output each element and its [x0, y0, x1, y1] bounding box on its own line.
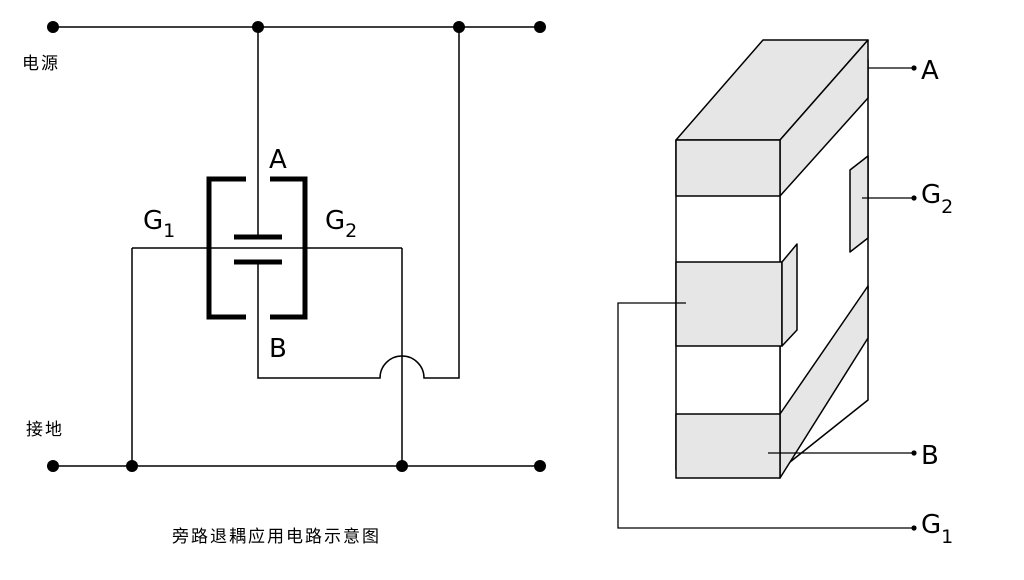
- ground-label: 接地: [26, 420, 64, 440]
- leader-dot: [911, 450, 917, 456]
- junction-dot: [252, 21, 264, 33]
- capacitor-symbol: [206, 176, 308, 320]
- component-3d-view: [675, 39, 869, 479]
- junction-dot: [396, 460, 408, 472]
- component-electrode-g1-side: [781, 243, 798, 347]
- component-terminal-a-label: A: [921, 56, 939, 86]
- component-terminal-g1-label: G1: [921, 510, 953, 548]
- junction-dots: [47, 21, 546, 472]
- terminal-dot: [534, 21, 546, 33]
- capacitor-bracket-right: [270, 176, 308, 320]
- terminal-dot: [534, 460, 546, 472]
- terminal-dot: [47, 460, 59, 472]
- component-terminal-b-label: B: [921, 441, 939, 471]
- capacitor-bracket-left: [206, 176, 246, 320]
- diagram-caption: 旁路退耦应用电路示意图: [172, 527, 381, 547]
- component-electrode-a-front: [675, 139, 781, 197]
- leader-dot: [911, 65, 917, 71]
- schematic-terminal-g1-label: G1: [143, 206, 175, 242]
- circuit-schematic: [53, 26, 540, 467]
- leader-end-dots: [911, 65, 917, 531]
- component-electrode-b-front: [675, 413, 781, 479]
- power-label: 电源: [22, 54, 60, 74]
- schematic-terminal-g2-label: G2: [325, 206, 357, 242]
- terminal-dot: [47, 21, 59, 33]
- schematic-terminal-a-label: A: [269, 145, 287, 175]
- leader-g1: [617, 302, 912, 529]
- component-terminal-g2-label: G2: [921, 180, 953, 218]
- component-leaders: [617, 67, 912, 529]
- component-electrode-g1-front: [675, 261, 783, 347]
- junction-dot: [126, 460, 138, 472]
- leader-dot: [911, 525, 917, 531]
- leader-dot: [911, 195, 917, 201]
- wire-b-lead: [257, 27, 460, 379]
- schematic-terminal-b-label: B: [269, 334, 287, 364]
- junction-dot: [453, 21, 465, 33]
- component-electrode-g2: [849, 155, 869, 253]
